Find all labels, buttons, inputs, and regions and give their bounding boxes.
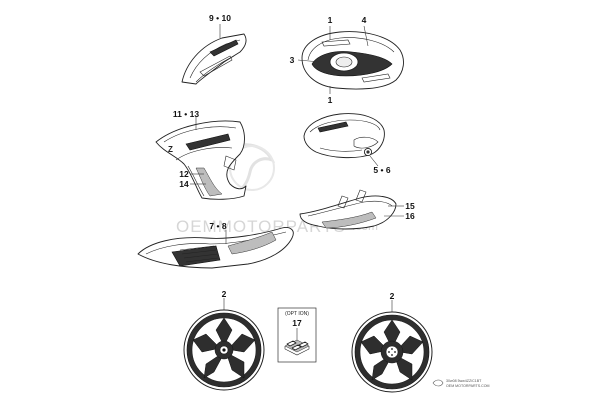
callout-5-6: 5 • 6 <box>373 165 390 175</box>
front-wheel <box>183 309 265 391</box>
z-logo-mark: Z <box>168 145 173 154</box>
option-label: (OPT ION) <box>285 311 309 317</box>
callouts: 9 • 10 1 4 3 1 11 • 13 12 14 5 • 6 7 • 8… <box>173 13 415 328</box>
callout-14: 14 <box>179 179 189 189</box>
rear-wheel <box>351 311 433 393</box>
callout-2-right: 2 <box>390 291 395 301</box>
side-cowl-upper-decal <box>181 33 247 85</box>
callout-17: 17 <box>292 318 302 328</box>
footer-code-line2: OEM MOTORPARTS.COM <box>446 384 490 388</box>
fuel-tank-top-decals <box>301 31 404 90</box>
callout-2-left: 2 <box>222 289 227 299</box>
callout-9-10: 9 • 10 <box>209 13 231 23</box>
callout-15: 15 <box>405 201 415 211</box>
callout-7-8: 7 • 8 <box>209 221 226 231</box>
footer-code-line1: 30w08 5ww4ZZ/C1BT <box>446 379 482 383</box>
leader-lines <box>190 24 404 340</box>
callout-4: 4 <box>362 15 367 25</box>
tank-cover-decals <box>303 113 385 159</box>
footer-code: 30w08 5ww4ZZ/C1BT OEM MOTORPARTS.COM <box>432 379 490 388</box>
option-part-kit <box>284 339 310 356</box>
callout-11-13: 11 • 13 <box>173 109 199 119</box>
callout-1-bottom: 1 <box>328 95 333 105</box>
tail-cowl-decals <box>299 189 397 230</box>
callout-3: 3 <box>290 55 295 65</box>
callout-1-top: 1 <box>328 15 333 25</box>
side-fairing-decals: Z <box>155 120 247 200</box>
seat-cowl-decals <box>137 227 294 269</box>
watermark-brand: OEMMOTORPARTS <box>176 217 346 236</box>
callout-12: 12 <box>179 169 189 179</box>
callout-16: 16 <box>405 211 415 221</box>
